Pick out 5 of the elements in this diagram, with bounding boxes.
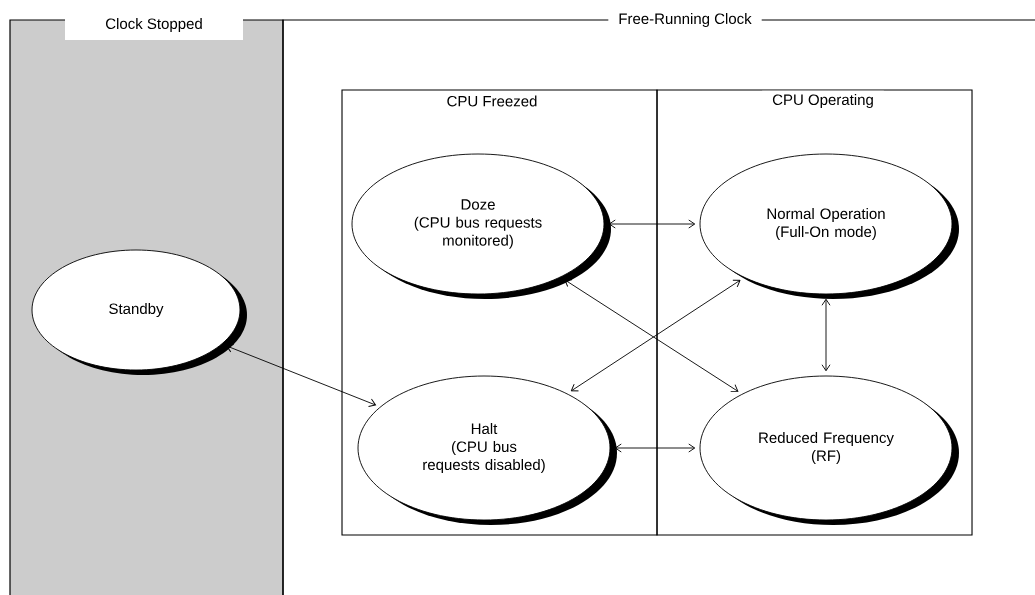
node-label: Free-Running Clock bbox=[619, 13, 752, 27]
arrow bbox=[821, 298, 831, 372]
arrow bbox=[226, 344, 376, 407]
arrow bbox=[614, 443, 696, 453]
arrow bbox=[608, 219, 696, 229]
